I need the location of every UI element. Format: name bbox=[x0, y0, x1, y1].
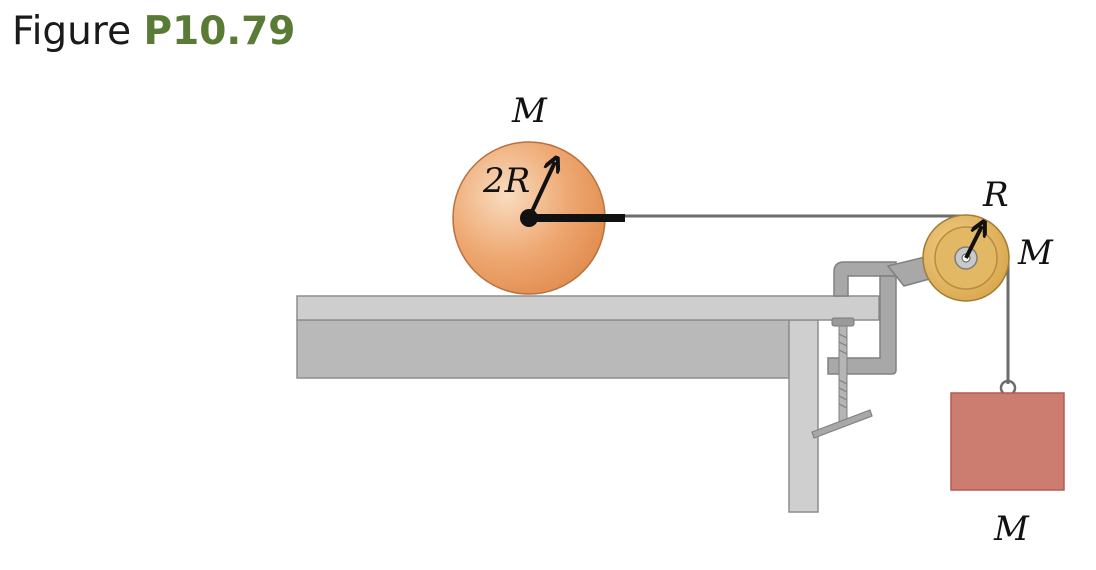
block-body bbox=[950, 392, 1065, 491]
clamp-side bbox=[827, 275, 897, 375]
pulley-mass-label: M bbox=[1017, 233, 1054, 273]
cylinder-radius-arrow bbox=[527, 162, 555, 219]
caption-figure-number: P10.79 bbox=[143, 9, 296, 54]
figure-caption: Figure P10.79 bbox=[12, 8, 295, 56]
hanging-block-mass-label: M bbox=[993, 509, 1030, 549]
c-clamp bbox=[811, 247, 972, 439]
string bbox=[622, 214, 1010, 384]
large-cylinder bbox=[452, 141, 625, 295]
table-top bbox=[296, 295, 880, 321]
table bbox=[296, 295, 880, 513]
table-apron bbox=[296, 319, 790, 379]
large-cylinder-radius-label: 2R bbox=[482, 161, 530, 201]
clamp-pad bbox=[831, 317, 855, 327]
pulley bbox=[922, 214, 1010, 302]
pulley-radius-label: R bbox=[982, 175, 1009, 215]
clamp-handle bbox=[811, 409, 873, 439]
caption-prefix: Figure bbox=[12, 9, 132, 54]
large-cylinder-mass-label: M bbox=[511, 91, 548, 131]
pulley-radius-arrow bbox=[964, 226, 982, 259]
table-leg bbox=[788, 319, 819, 513]
cylinder-axle-handle bbox=[529, 214, 625, 222]
clamp-screw-thread bbox=[838, 333, 848, 409]
hanging-block bbox=[950, 379, 1065, 491]
